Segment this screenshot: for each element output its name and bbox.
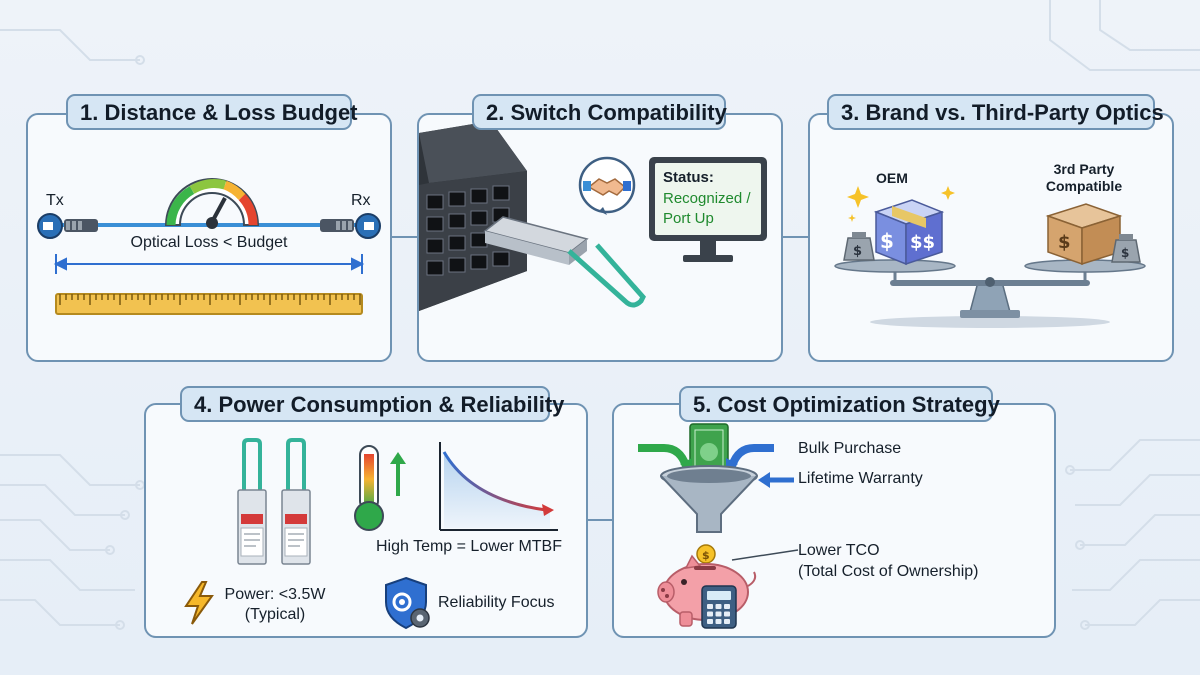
- thermometer-icon: [354, 445, 406, 531]
- funnel-illustration: [638, 423, 774, 533]
- shield-gear-icon: [385, 576, 430, 630]
- oem-label: OEM: [876, 170, 908, 186]
- fiber-link-illustration: [37, 178, 381, 274]
- switch-port-icon: [426, 216, 444, 232]
- power-label: Power: <3.5W (Typical): [224, 586, 326, 623]
- panel-3-title: 3. Brand vs. Third-Party Optics: [827, 94, 1164, 130]
- switch-port-icon: [448, 191, 466, 207]
- bulk-purchase-label: Bulk Purchase: [798, 440, 902, 457]
- switch-port-icon: [448, 257, 466, 273]
- switch-port-icon: [470, 188, 488, 204]
- money-weight-icon: $: [1111, 234, 1141, 263]
- switch-port-icon: [492, 185, 510, 201]
- money-weight-icon: $: [843, 232, 875, 261]
- lifetime-warranty-label: Lifetime Warranty: [798, 470, 923, 487]
- third-party-box-icon: $: [1045, 203, 1123, 266]
- reliability-label: Reliability Focus: [438, 594, 555, 611]
- switch-port-icon: [448, 235, 466, 251]
- svg-text:$$: $$: [910, 232, 935, 253]
- switch-port-icon: [426, 260, 444, 276]
- gauge-caption: Optical Loss < Budget: [130, 234, 288, 251]
- third-party-label: 3rd Party Compatible: [1045, 161, 1123, 194]
- arrow-right-icon: [758, 472, 794, 488]
- mtbf-caption: High Temp = Lower MTBF: [376, 538, 562, 555]
- rx-label: Rx: [351, 192, 371, 209]
- switch-and-transceiver-illustration: [419, 121, 646, 311]
- svg-text:$: $: [1121, 246, 1129, 260]
- svg-text:$: $: [853, 244, 862, 259]
- status-value: Recognized / Port Up: [663, 190, 751, 227]
- svg-text:$: $: [1058, 232, 1071, 253]
- panel-switch-compatibility: Status: Recognized / Port Up: [417, 113, 783, 362]
- balance-scale-illustration: $ $$ $ $ $: [834, 186, 1146, 328]
- panel-4-title: 4. Power Consumption & Reliability: [180, 386, 564, 422]
- svg-text:$: $: [880, 229, 894, 253]
- panel-5-title: 5. Cost Optimization Strategy: [679, 386, 1000, 422]
- tx-label: Tx: [46, 192, 64, 209]
- status-heading: Status:: [663, 169, 714, 186]
- sparkle-icon: [847, 186, 955, 222]
- lightning-icon: [184, 581, 214, 625]
- ruler-icon: [55, 293, 363, 315]
- handshake-icon: [578, 156, 636, 215]
- switch-port-icon: [448, 213, 466, 229]
- svg-text:$: $: [702, 549, 710, 562]
- switch-port-icon: [470, 232, 488, 248]
- panel-distance-loss-budget: [26, 113, 392, 362]
- tx-connector-icon: [37, 213, 98, 239]
- switch-port-icon: [426, 194, 444, 210]
- panel-2-title: 2. Switch Compatibility: [472, 94, 727, 130]
- switch-port-icon: [426, 238, 444, 254]
- transceiver-module-icon: [483, 216, 646, 308]
- lower-tco-label: Lower TCO (Total Cost of Ownership): [798, 542, 979, 580]
- switch-port-icon: [470, 210, 488, 226]
- oem-box-icon: $ $$: [873, 199, 945, 266]
- status-monitor-icon: [649, 157, 767, 262]
- switch-port-icon: [492, 251, 510, 267]
- switch-port-icon: [470, 254, 488, 270]
- panel-1-title: 1. Distance & Loss Budget: [66, 94, 358, 130]
- calculator-icon: [701, 585, 737, 629]
- loss-gauge-icon: [164, 178, 260, 229]
- transceiver-modules-icon: [237, 438, 311, 565]
- mtbf-decline-chart: [439, 442, 558, 531]
- rx-connector-icon: [320, 213, 381, 239]
- distance-arrow: [53, 254, 365, 274]
